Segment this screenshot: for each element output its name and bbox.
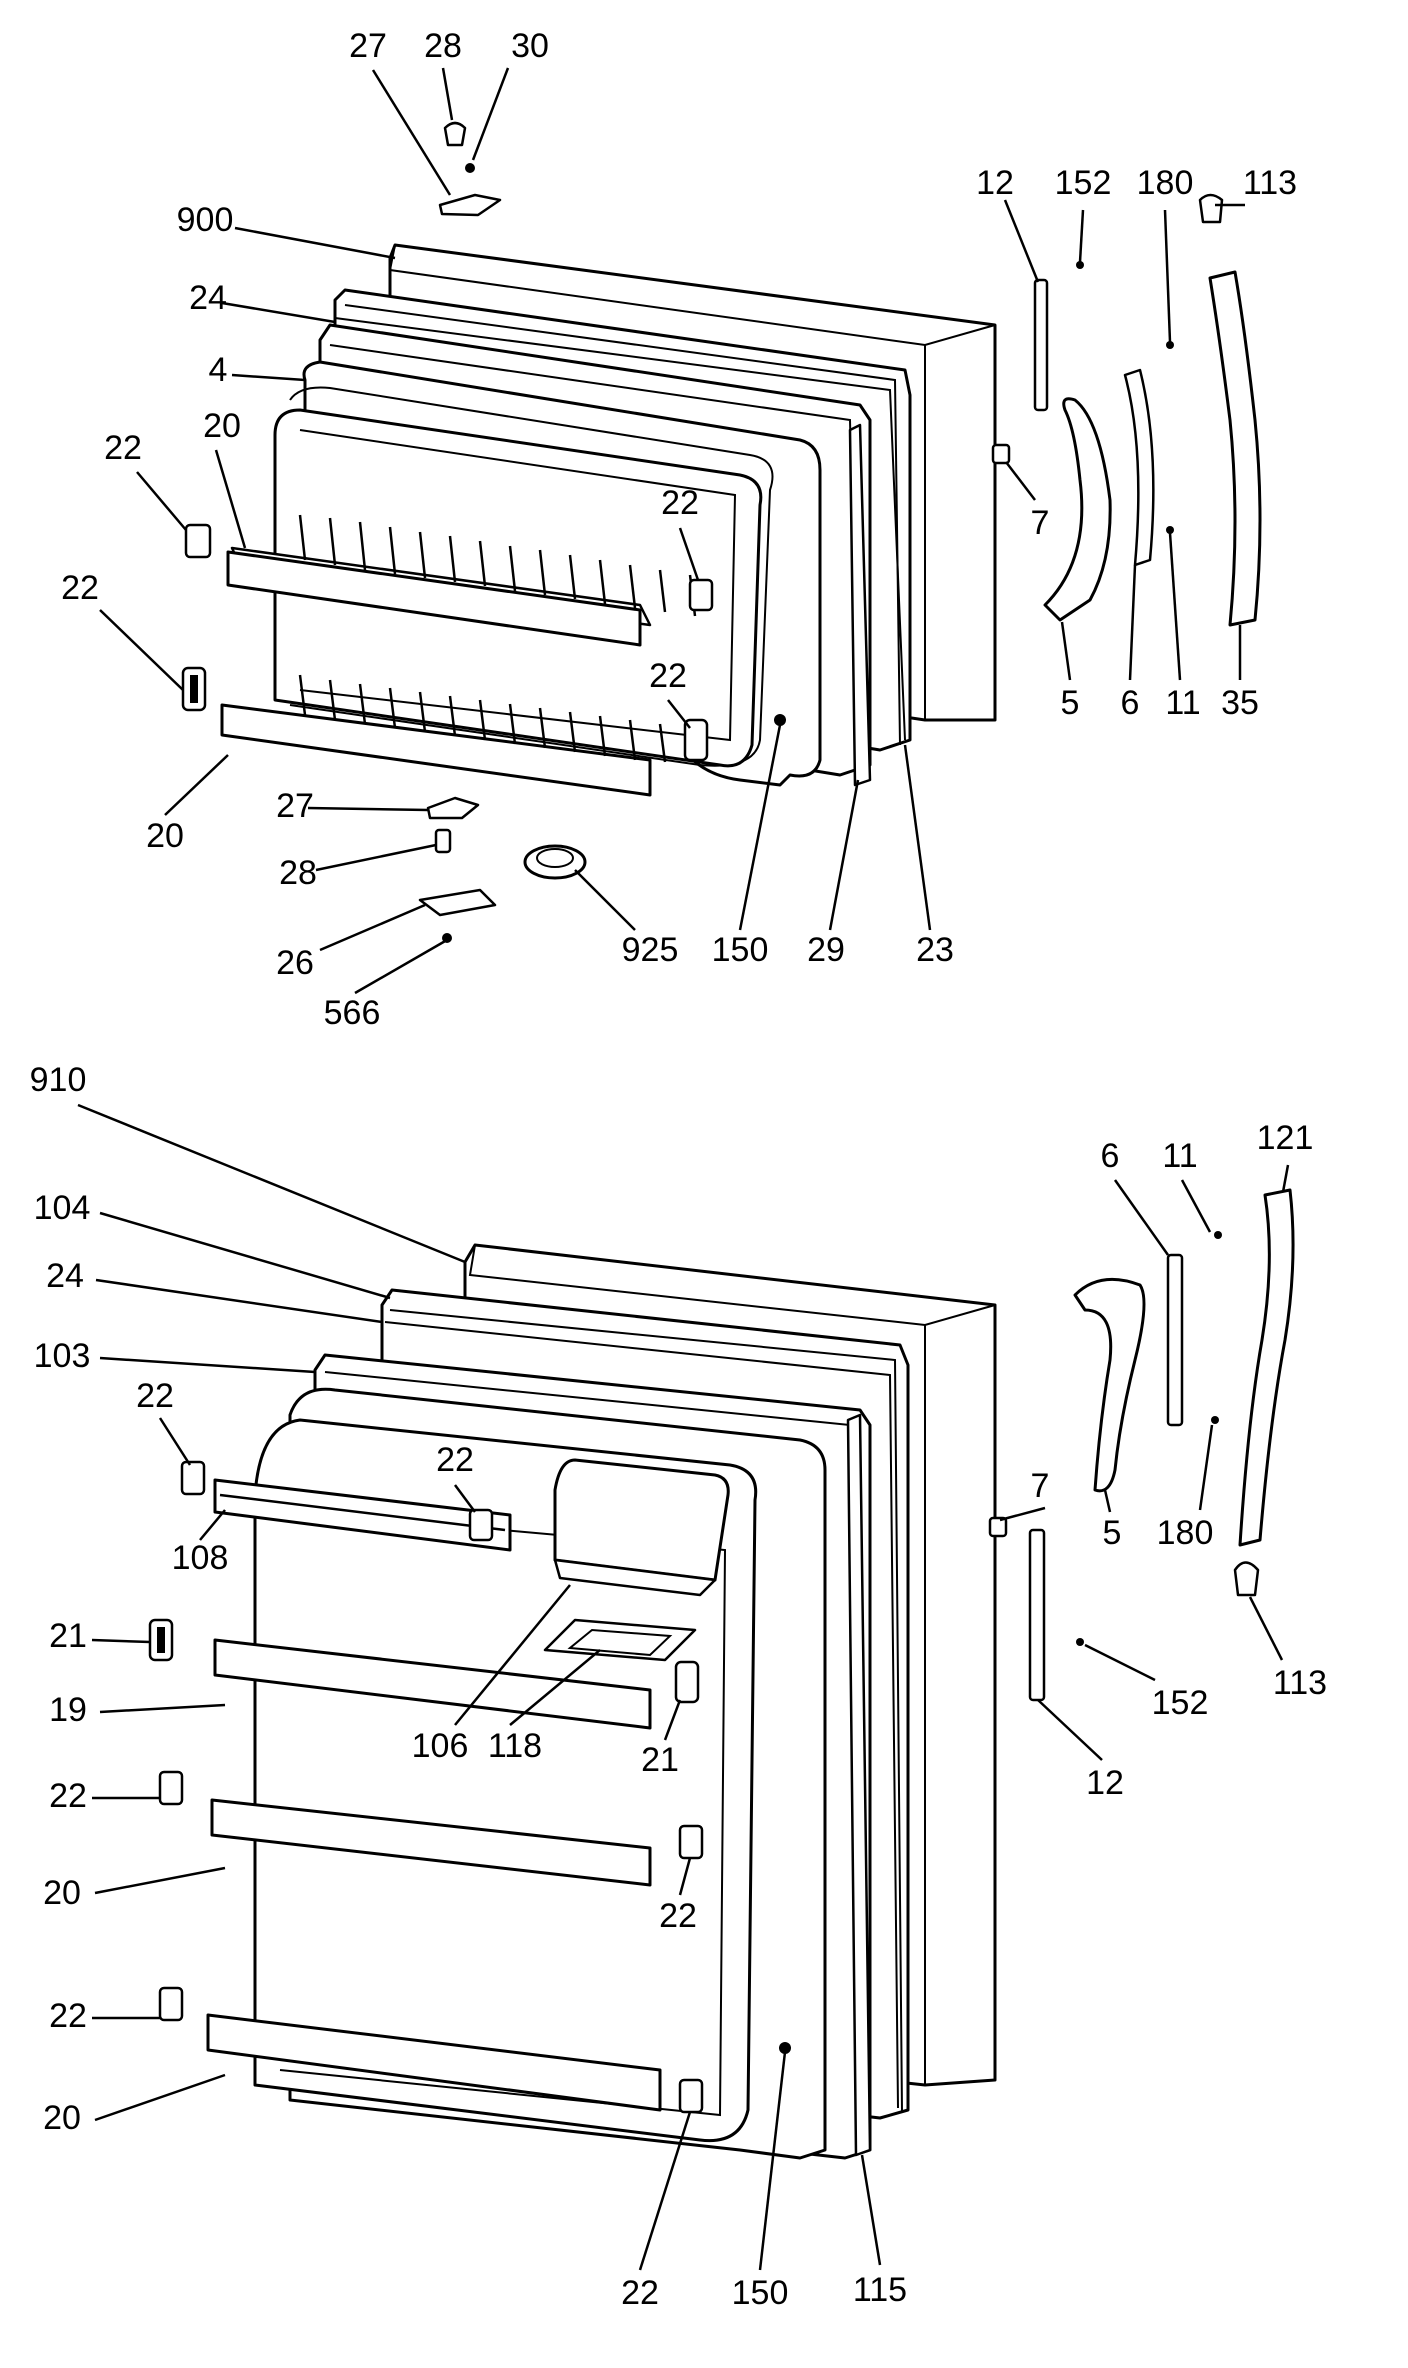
- label-t152: 152: [1055, 164, 1112, 202]
- shelf-clips-bottom: [148, 1460, 704, 2114]
- label-b22b: 22: [436, 1441, 474, 1479]
- label-t22c: 22: [661, 484, 699, 522]
- label-b121: 121: [1257, 1119, 1314, 1157]
- screw-150-top: [774, 714, 786, 726]
- label-b19: 19: [49, 1691, 87, 1729]
- label-b7: 7: [1031, 1467, 1050, 1505]
- label-t6: 6: [1121, 684, 1140, 722]
- label-t30: 30: [511, 27, 549, 65]
- label-t28a: 28: [424, 27, 462, 65]
- label-b22a: 22: [136, 1377, 174, 1415]
- label-t20a: 20: [203, 407, 241, 445]
- label-b22e: 22: [49, 1997, 87, 2035]
- label-b115: 115: [853, 2271, 907, 2309]
- label-b20b: 20: [43, 2099, 81, 2137]
- trim-strip-29: [848, 423, 872, 787]
- label-b108: 108: [172, 1539, 229, 1577]
- dairy-compartment: [543, 1458, 730, 1662]
- label-b152: 152: [1152, 1684, 1209, 1722]
- label-t900: 900: [177, 201, 234, 239]
- label-b24: 24: [46, 1257, 84, 1295]
- label-t7: 7: [1031, 504, 1050, 542]
- label-t20b: 20: [146, 817, 184, 855]
- fresh-food-door-assembly: 910 104 24 103 22 22 108 21 19 106 118 2…: [30, 1061, 1327, 2312]
- label-t27b: 27: [276, 787, 314, 825]
- handle-assembly-bottom: [988, 1188, 1295, 1702]
- trim-strip-115: [846, 1413, 872, 2157]
- label-b106: 106: [412, 1727, 469, 1765]
- label-b12: 12: [1086, 1764, 1124, 1802]
- label-t12: 12: [976, 164, 1014, 202]
- label-b6: 6: [1101, 1137, 1120, 1175]
- label-t35: 35: [1221, 684, 1259, 722]
- label-t180: 180: [1137, 164, 1194, 202]
- label-t22a: 22: [104, 429, 142, 467]
- label-b150: 150: [732, 2274, 789, 2312]
- part-labels-top: 27 28 30 900 24 4 22 20 22 22 22 20 27 2…: [61, 27, 1297, 1032]
- top-hinge-parts: [438, 121, 502, 217]
- label-t26: 26: [276, 944, 314, 982]
- label-t925: 925: [622, 931, 679, 969]
- label-t23: 23: [916, 931, 954, 969]
- label-t11: 11: [1165, 684, 1200, 722]
- label-b910: 910: [30, 1061, 87, 1099]
- handle-assembly-top: [991, 193, 1262, 627]
- label-t4: 4: [209, 351, 228, 389]
- label-b180: 180: [1157, 1514, 1214, 1552]
- leader-lines-top: [99, 67, 1245, 995]
- label-t5: 5: [1061, 684, 1080, 722]
- label-b21a: 21: [49, 1617, 87, 1655]
- label-b21b: 21: [641, 1741, 679, 1779]
- label-b11: 11: [1162, 1137, 1197, 1175]
- label-t29: 29: [807, 931, 845, 969]
- label-t22d: 22: [649, 657, 687, 695]
- label-t28b: 28: [279, 854, 317, 892]
- label-b113: 113: [1273, 1664, 1327, 1702]
- label-b118: 118: [488, 1727, 542, 1765]
- label-t566: 566: [324, 994, 381, 1032]
- label-b22c: 22: [49, 1777, 87, 1815]
- label-t150: 150: [712, 931, 769, 969]
- label-t27a: 27: [349, 27, 387, 65]
- label-b104: 104: [34, 1189, 91, 1227]
- label-t113: 113: [1243, 164, 1297, 202]
- part-labels-bottom: 910 104 24 103 22 22 108 21 19 106 118 2…: [30, 1061, 1327, 2312]
- label-t22b: 22: [61, 569, 99, 607]
- label-b22d: 22: [659, 1897, 697, 1935]
- label-b22f: 22: [621, 2274, 659, 2312]
- label-b20a: 20: [43, 1874, 81, 1912]
- leader-lines-bottom: [77, 1103, 1290, 2271]
- freezer-door-assembly: 27 28 30 900 24 4 22 20 22 22 22 20 27 2…: [61, 27, 1297, 1032]
- label-b5: 5: [1103, 1514, 1122, 1552]
- screw-150-bottom: [779, 2042, 791, 2054]
- shelf-clips: [181, 523, 714, 762]
- door-shelves-bottom: [206, 1478, 662, 2112]
- lower-freezer-shelf: [220, 674, 667, 797]
- label-b103: 103: [34, 1337, 91, 1375]
- label-t24: 24: [189, 279, 227, 317]
- bottom-hinge-parts: [418, 796, 587, 943]
